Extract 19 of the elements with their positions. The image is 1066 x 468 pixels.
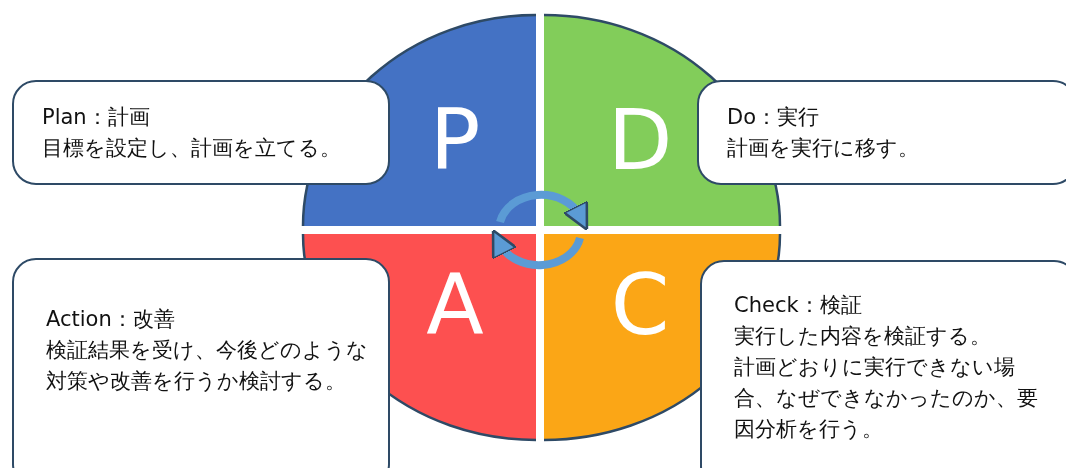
- callout-box: [12, 80, 390, 185]
- callout-box: [700, 260, 1066, 468]
- quadrant-letter: A: [426, 263, 484, 347]
- callout-text: 実行した内容を検証する。: [734, 323, 992, 350]
- quadrant-letter: P: [429, 98, 481, 182]
- callout-heading: Plan：計画: [42, 104, 151, 131]
- curved-arrow: [496, 190, 590, 231]
- curved-arrow: [490, 229, 584, 270]
- quadrant-letter: D: [607, 98, 673, 182]
- callout-heading: Action：改善: [46, 306, 176, 333]
- callout-text: 計画どおりに実行できない場合、なぜできなかったのか、要因分析を行う。: [734, 354, 1039, 443]
- callout-text: 計画を実行に移す。: [727, 135, 920, 162]
- quadrant-letter: C: [610, 263, 670, 347]
- callout-box: [697, 80, 1066, 185]
- callout-text: 目標を設定し、計画を立てる。: [42, 135, 342, 162]
- callout-heading: Check：検証: [734, 292, 863, 319]
- callout-box: [12, 258, 390, 468]
- callout-text: 検証結果を受け、今後どのような対策や改善を行うか検討する。: [46, 337, 369, 395]
- callout-heading: Do：実行: [727, 104, 821, 131]
